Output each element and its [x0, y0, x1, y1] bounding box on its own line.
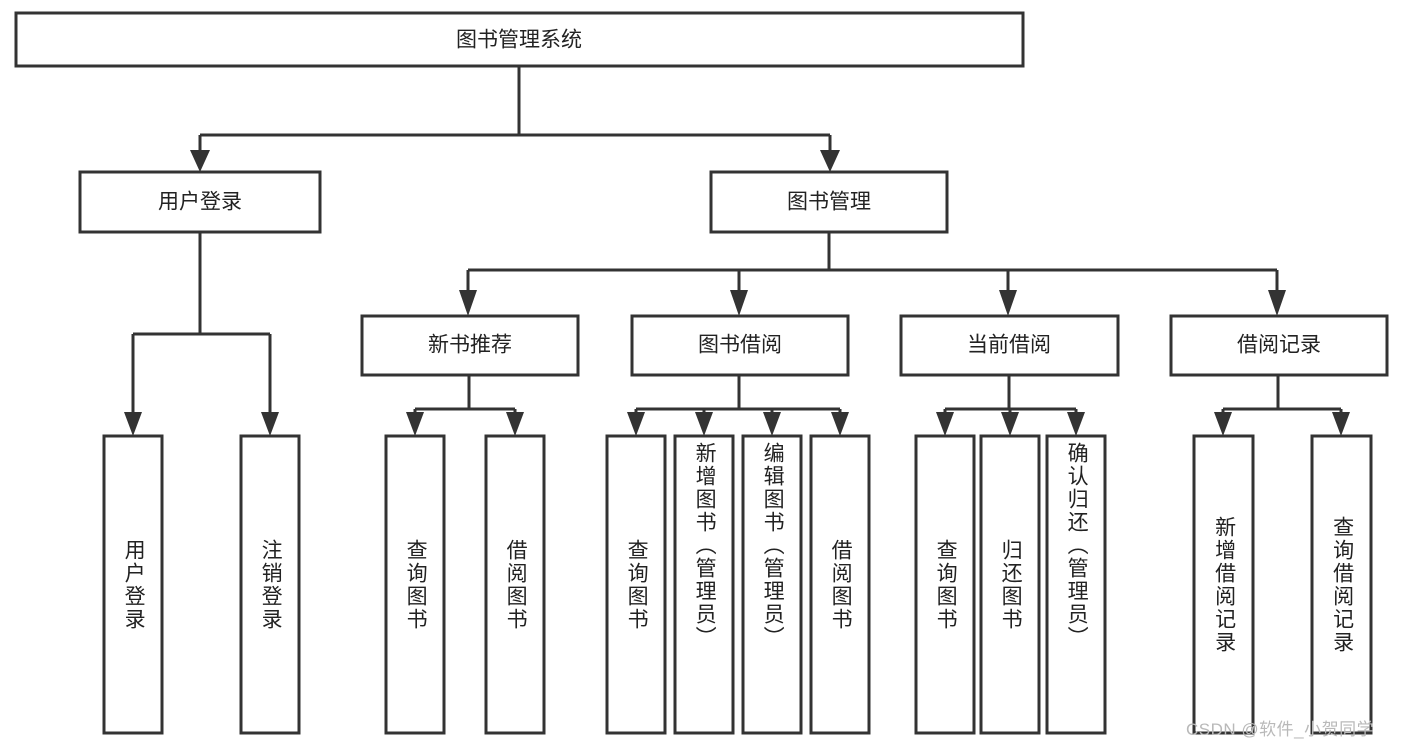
watermark: CSDN @软件_小贺同学	[1186, 720, 1375, 739]
node-borrow-record[interactable]: 借阅记录	[1169, 314, 1389, 377]
leaf-confirm-return-rect[interactable]	[1045, 434, 1107, 735]
leaf-return-book-rect[interactable]	[979, 434, 1041, 735]
node-root[interactable]: 图书管理系统	[14, 11, 1025, 68]
leaf-edit-book-rect[interactable]	[741, 434, 803, 735]
arrowhead-leaf-borrow-book-1	[506, 412, 524, 436]
node-book-manage-label: 图书管理	[787, 191, 871, 214]
node-current-borrow[interactable]: 当前借阅	[899, 314, 1120, 377]
arrowhead-leaf-add-book	[695, 412, 713, 436]
arrowhead-leaf-query-record	[1332, 412, 1350, 436]
arrowhead-leaf-add-record	[1214, 412, 1232, 436]
arrowhead-book-manage	[820, 150, 840, 172]
node-layer: 图书管理系统 用户登录 图书管理 新书推荐 图书借阅 当前	[14, 11, 1389, 735]
node-root-label: 图书管理系统	[456, 29, 582, 52]
leaf-query-book-1-rect[interactable]	[384, 434, 446, 735]
node-new-book-recommend-label: 新书推荐	[428, 334, 512, 357]
leaf-query-record-rect[interactable]	[1310, 434, 1373, 735]
arrowhead-leaf-edit-book	[763, 412, 781, 436]
node-user-login-label: 用户登录	[158, 191, 242, 214]
node-current-borrow-label: 当前借阅	[967, 334, 1051, 357]
node-borrow-record-label: 借阅记录	[1237, 334, 1321, 357]
node-root-rect[interactable]	[14, 11, 1025, 68]
arrowhead-leaf-user-logout	[261, 412, 279, 436]
arrowhead-leaf-confirm-return	[1067, 412, 1085, 436]
node-new-book-recommend[interactable]: 新书推荐	[360, 314, 580, 377]
leaf-query-book-2-rect[interactable]	[605, 434, 667, 735]
arrowhead-leaf-borrow-book-2	[831, 412, 849, 436]
arrowhead-leaf-query-book-3	[936, 412, 954, 436]
node-book-borrow[interactable]: 图书借阅	[630, 314, 850, 377]
leaf-add-record-rect[interactable]	[1192, 434, 1255, 735]
leaf-borrow-book-1-rect[interactable]	[484, 434, 546, 735]
connector-layer	[124, 66, 1350, 436]
node-book-manage-rect[interactable]	[709, 170, 949, 234]
arrowhead-leaf-query-book-1	[406, 412, 424, 436]
node-current-borrow-rect[interactable]	[899, 314, 1120, 377]
node-user-login[interactable]: 用户登录	[78, 170, 322, 234]
arrowhead-borrow-record	[1268, 290, 1286, 316]
node-book-borrow-label: 图书借阅	[698, 334, 782, 357]
node-borrow-record-rect[interactable]	[1169, 314, 1389, 377]
arrowhead-user-login	[190, 150, 210, 172]
node-user-login-rect[interactable]	[78, 170, 322, 234]
leaf-user-login-rect[interactable]	[102, 434, 164, 735]
leaf-query-book-3-rect[interactable]	[914, 434, 976, 735]
node-new-book-recommend-rect[interactable]	[360, 314, 580, 377]
leaf-user-logout-rect[interactable]	[239, 434, 301, 735]
leaf-borrow-book-2-rect[interactable]	[809, 434, 871, 735]
arrowhead-current-borrow	[999, 290, 1017, 316]
node-book-borrow-rect[interactable]	[630, 314, 850, 377]
arrowhead-new-book-recommend	[459, 290, 477, 316]
arrowhead-leaf-user-login	[124, 412, 142, 436]
leaf-add-book-rect[interactable]	[673, 434, 735, 735]
node-book-manage[interactable]: 图书管理	[709, 170, 949, 234]
arrowhead-leaf-query-book-2	[627, 412, 645, 436]
arrowhead-book-borrow	[730, 290, 748, 316]
arrowhead-leaf-return-book	[1001, 412, 1019, 436]
